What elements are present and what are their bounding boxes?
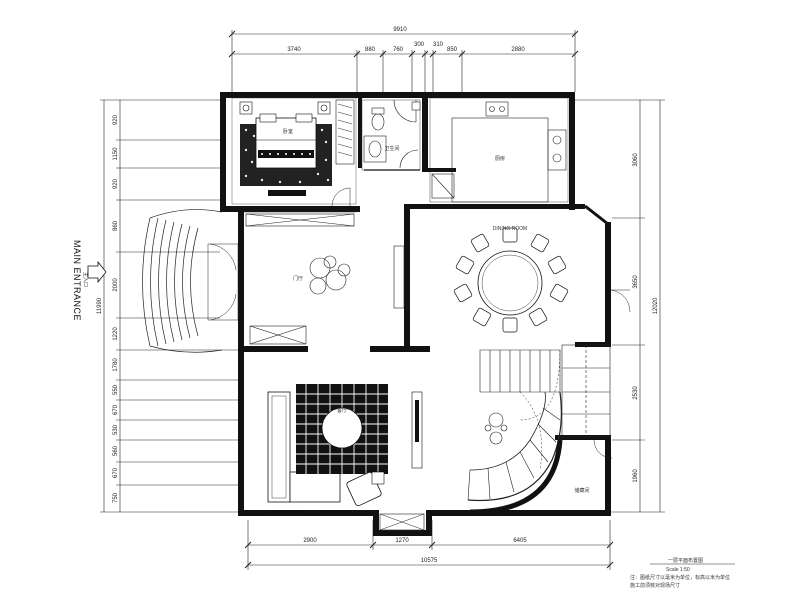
dim-top-total: 9910 <box>393 27 407 33</box>
entrance-arrow-icon <box>87 260 107 284</box>
dim-top-seg: 2880 <box>511 47 525 53</box>
dim-left-seg: 1780 <box>113 358 119 372</box>
dimension-ticks <box>228 30 614 569</box>
legend-note: 注：图纸尺寸以毫米为单位，标高以米为单位 <box>630 574 730 581</box>
room-label-hall: 门厅 <box>293 275 303 282</box>
dim-left-total: 11990 <box>97 297 103 314</box>
entrance-steps <box>142 209 223 353</box>
legend-title: 一层平面布置图 <box>668 557 703 564</box>
entrance-marker: MAIN ENTRANCE 主入口 <box>72 240 107 321</box>
room-label-living: 客厅 <box>337 407 347 414</box>
dining-chairs <box>453 227 569 333</box>
dining-area <box>453 204 631 333</box>
dim-bottom-total: 10575 <box>421 558 438 564</box>
exterior-walls <box>220 92 611 536</box>
dim-top-seg: 310 <box>433 42 444 48</box>
legend-note: 施工前须核对现场尺寸 <box>630 582 680 589</box>
hall-area <box>207 243 405 345</box>
dim-left-seg: 550 <box>113 384 119 395</box>
staircase <box>467 344 611 515</box>
dim-bottom-seg: 2900 <box>303 538 317 544</box>
dining-table <box>477 250 543 316</box>
dim-bottom-seg: 6405 <box>513 538 527 544</box>
dim-right-seg: 3650 <box>633 275 639 289</box>
dim-left-seg: 920 <box>113 178 119 189</box>
dim-left-seg: 670 <box>113 467 119 478</box>
dim-top-seg: 850 <box>447 47 458 53</box>
dim-right-total: 12020 <box>653 297 659 314</box>
dim-left-seg: 670 <box>113 404 119 415</box>
dim-left-seg: 530 <box>113 424 119 435</box>
room-label-storage: 储藏间 <box>574 487 589 494</box>
sofa <box>267 391 291 503</box>
legend-block: 一层平面布置图 Scale 1:50 注：图纸尺寸以毫米为单位，标高以米为单位 … <box>630 557 735 589</box>
storage-door <box>593 439 613 459</box>
dim-right-seg: 3060 <box>633 153 639 167</box>
dim-top-seg: 760 <box>393 47 404 53</box>
dim-left-seg: 1150 <box>113 147 119 161</box>
dim-left-seg: 1220 <box>113 327 119 341</box>
coffee-table <box>321 407 363 449</box>
dim-right-seg: 1960 <box>633 469 639 483</box>
kitchen-area <box>429 97 569 203</box>
bed <box>255 117 317 169</box>
dim-left-seg: 920 <box>113 114 119 125</box>
legend-scale: Scale 1:50 <box>666 567 690 573</box>
dim-left-seg: 560 <box>113 445 119 456</box>
living-area: 客厅 <box>267 384 425 531</box>
room-label-bath: 卫生间 <box>384 145 399 152</box>
dim-left-seg: 860 <box>113 220 119 231</box>
dim-right-seg: 2530 <box>633 386 639 400</box>
dim-top-seg: 3740 <box>287 47 301 53</box>
bathroom-area <box>361 99 421 171</box>
dim-bottom-seg: 1270 <box>395 538 409 544</box>
room-label-dining: DINING ROOM <box>493 226 527 232</box>
dim-top-seg: 300 <box>414 42 425 48</box>
bedroom-area: 卧室 <box>231 97 357 227</box>
windows <box>221 120 611 513</box>
room-label-kitchen: 厨房 <box>495 155 505 162</box>
entrance-label-cn: 主入口 <box>82 272 89 287</box>
dim-top-seg: 880 <box>365 47 376 53</box>
entrance-label-en: MAIN ENTRANCE <box>72 240 82 321</box>
dim-left-seg: 750 <box>113 492 119 503</box>
dim-left-seg: 2000 <box>113 278 119 292</box>
room-label-bedroom: 卧室 <box>283 128 293 135</box>
